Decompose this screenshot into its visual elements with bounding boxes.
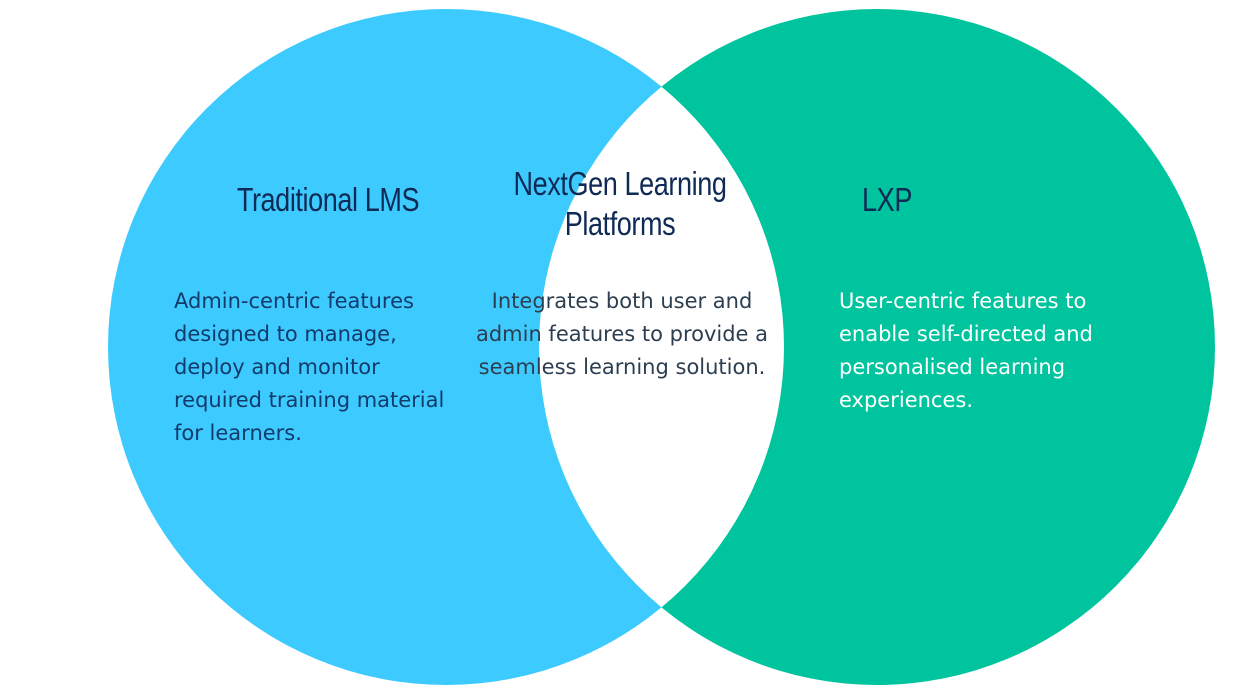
center-description: Integrates both user and admin features … [475, 289, 769, 379]
left-title: Traditional LMS [236, 181, 420, 218]
left-description: Admin-centric features designed to manag… [174, 289, 445, 445]
right-description: User-centric features to enable self-dir… [839, 289, 1093, 412]
center-title: NextGen Learning Platforms [513, 165, 727, 242]
right-title: LXP [862, 181, 912, 218]
overlap-region [539, 9, 784, 685]
